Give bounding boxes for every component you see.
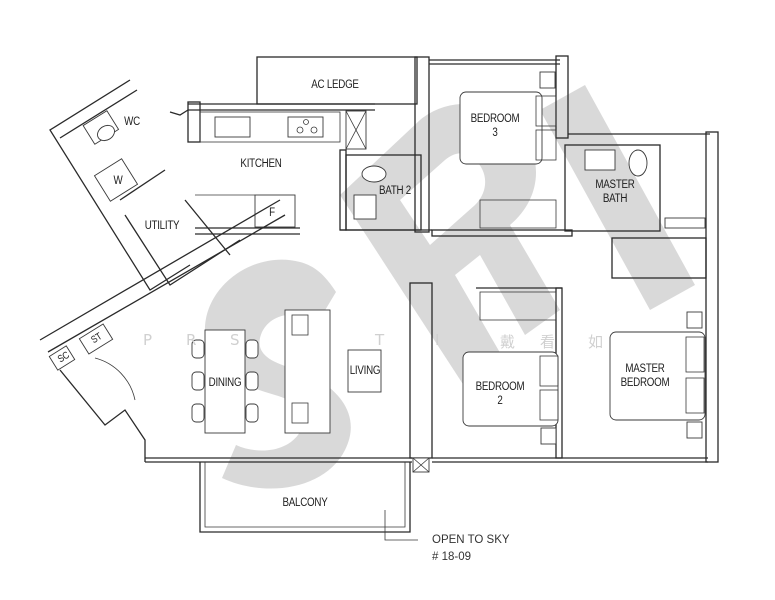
room-label-master-bath: MASTER BATH bbox=[595, 179, 635, 205]
room-label-utility: UTILITY bbox=[144, 220, 180, 232]
room-label-fridge: F bbox=[269, 207, 275, 219]
room-label-bath-2: BATH 2 bbox=[379, 185, 411, 197]
room-label-washer: W bbox=[113, 175, 123, 187]
open-to-sky-note: OPEN TO SKY # 18-09 bbox=[432, 532, 510, 566]
unit-number: # 18-09 bbox=[432, 551, 472, 563]
room-label-wc: WC bbox=[124, 116, 140, 128]
watermark-letter: I bbox=[435, 331, 442, 349]
open-to-sky-label: OPEN TO SKY bbox=[432, 534, 510, 546]
watermark-letter: P bbox=[143, 331, 155, 349]
room-label-balcony: BALCONY bbox=[282, 497, 328, 509]
room-label-ac-ledge: AC LEDGE bbox=[311, 79, 359, 91]
room-label-master-bedroom: MASTER BEDROOM bbox=[620, 363, 670, 389]
room-label-kitchen: KITCHEN bbox=[240, 158, 282, 170]
watermark-cjk: 看 bbox=[540, 333, 558, 351]
walls bbox=[39, 55, 719, 541]
watermark-letter: R bbox=[186, 331, 199, 349]
room-label-living: LIVING bbox=[349, 365, 381, 377]
room-label-bedroom-3: BEDROOM 3 bbox=[470, 113, 520, 139]
watermark-letter: S bbox=[230, 331, 242, 349]
room-label-bedroom-2: BEDROOM 2 bbox=[475, 381, 525, 407]
watermark-letter: T bbox=[375, 331, 387, 349]
room-label-dining: DINING bbox=[208, 377, 242, 389]
watermark-cjk: 戴 bbox=[500, 333, 518, 351]
watermark-cjk: 如 bbox=[588, 333, 606, 351]
